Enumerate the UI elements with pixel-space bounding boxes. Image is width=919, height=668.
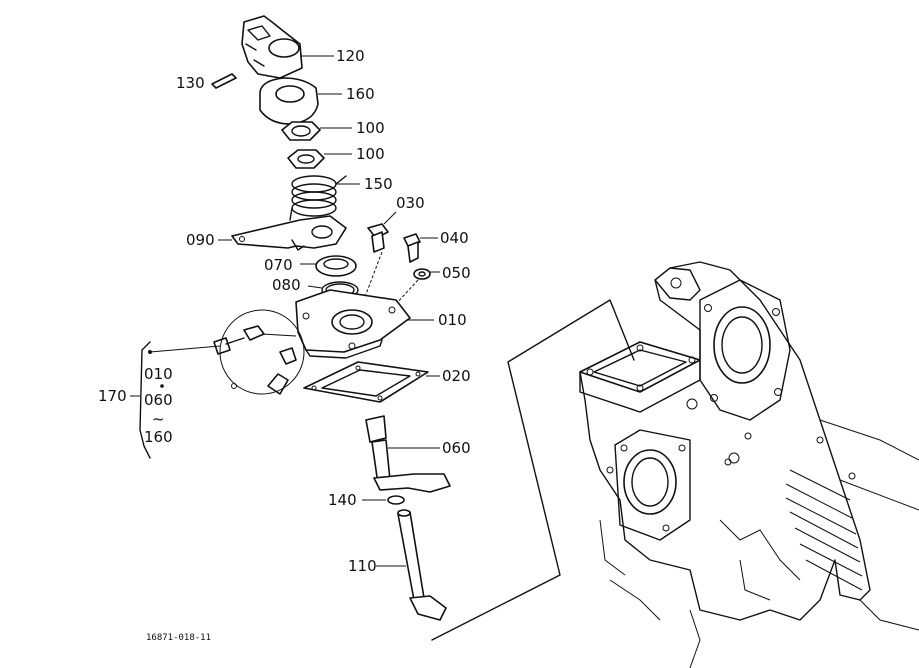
callout-110: 110 [348,557,377,575]
kit-label-170: 170 [98,387,127,405]
engine-block [579,261,919,668]
part-160-collar [259,77,342,125]
kit-item-060: 060 [144,391,173,409]
part-030-bolt [359,211,397,311]
part-120-lever-fork [241,15,334,79]
callout-150: 150 [364,175,393,193]
part-100-nut-upper [281,121,352,141]
callout-050: 050 [442,264,471,282]
part-110-shaft [376,509,447,621]
drawing-reference: 16871-018-11 [146,633,211,643]
mounting-reference-line [431,299,635,641]
part-040-bolt [403,233,438,263]
callout-100-lower: 100 [356,145,385,163]
kit-item-160: 160 [144,428,173,446]
part-150-spring [289,175,360,221]
callout-010: 010 [438,311,467,329]
part-010-housing [213,289,434,395]
callout-040: 040 [440,229,469,247]
callout-120: 120 [336,47,365,65]
kit-bracket [130,341,151,459]
callout-080: 080 [272,276,301,294]
part-060-shaft-arm [365,415,451,493]
callout-100-upper: 100 [356,119,385,137]
part-020-gasket [303,361,440,403]
callout-060: 060 [442,439,471,457]
callout-130: 130 [176,74,205,92]
kit-range-tilde: ~ [152,410,165,428]
detail-circle [219,309,305,395]
callout-090: 090 [186,231,215,249]
callout-160: 160 [346,85,375,103]
callout-020: 020 [442,367,471,385]
part-140-washer [362,495,405,505]
part-050-washer [395,268,440,305]
callout-140: 140 [328,491,357,509]
part-100-nut-lower [287,149,352,169]
part-090-lever [218,215,347,251]
part-130-pin [211,73,237,89]
part-070-seal [300,255,357,277]
callout-030: 030 [396,194,425,212]
kit-item-010: 010 [144,365,173,383]
callout-070: 070 [264,256,293,274]
